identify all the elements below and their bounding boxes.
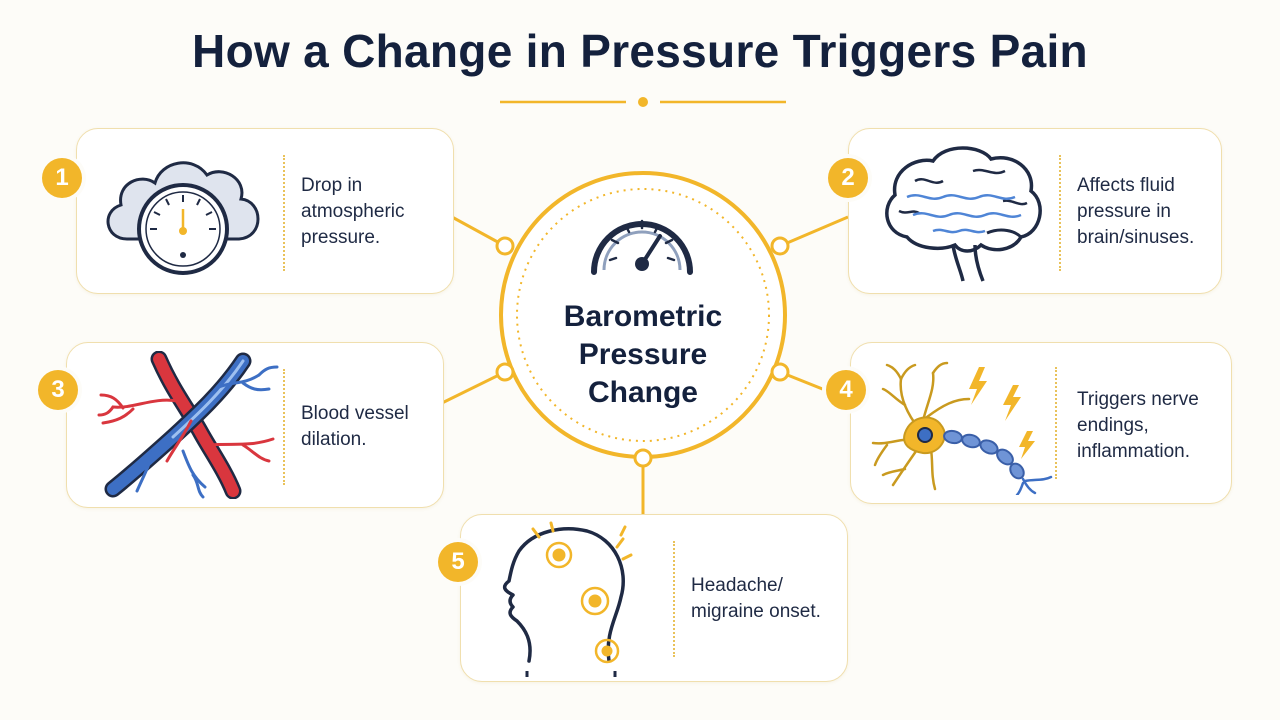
neuron-lightning-icon — [871, 361, 1053, 495]
step-card-2: Affects fluid pressure in brain/sinuses. — [848, 128, 1222, 294]
step-2-text: Affects fluid pressure in brain/sinuses. — [1077, 175, 1195, 248]
step-3-badge: 3 — [38, 370, 78, 410]
center-label: Barometric Pressure Change — [563, 300, 723, 409]
blood-vessels-icon — [97, 351, 279, 499]
cloud-barometer-icon — [106, 161, 260, 275]
page-title: How a Change in Pressure Triggers Pain — [192, 25, 1088, 77]
step-4-text: Triggers nerve endings, inflammation. — [1077, 389, 1199, 462]
step-2-badge: 2 — [828, 158, 868, 198]
step-3-text: Blood vessel dilation. — [301, 403, 409, 450]
center-hub — [495, 171, 790, 468]
brain-icon — [885, 146, 1042, 282]
step-5-text: Headache/ migraine onset. — [691, 575, 821, 622]
step-card-1: Drop in atmospheric pressure. — [76, 128, 454, 294]
step-1-badge: 1 — [42, 158, 82, 198]
step-card-3: Blood vessel dilation. — [66, 342, 444, 508]
step-card-4: Triggers nerve endings, inflammation. — [850, 342, 1232, 504]
step-1-text: Drop in atmospheric pressure. — [301, 175, 405, 248]
step-card-5: Headache/ migraine onset. — [460, 514, 848, 682]
title-divider — [500, 97, 786, 107]
step-5-badge: 5 — [438, 542, 478, 582]
head-pain-icon — [502, 521, 633, 677]
barometer-gauge-icon — [591, 219, 693, 275]
step-4-badge: 4 — [826, 370, 866, 410]
